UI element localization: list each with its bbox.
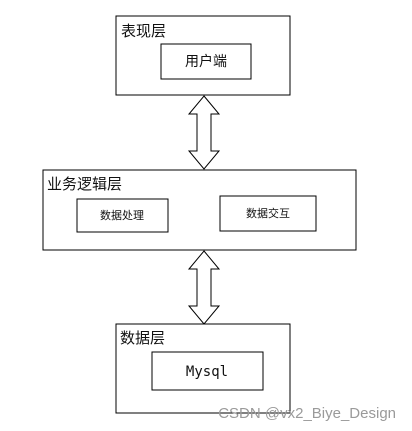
- business-logic-layer: 业务逻辑层 数据处理 数据交互: [42, 169, 357, 251]
- user-client-box: [160, 43, 252, 80]
- data-layer: 数据层 Mysql: [115, 323, 291, 414]
- data-processing-label: 数据处理: [100, 208, 144, 222]
- presentation-layer: 表现层 用户端: [115, 15, 291, 96]
- double-arrow-bottom-shape: [187, 250, 221, 325]
- mysql-label: Mysql: [186, 364, 228, 380]
- data-layer-title: 数据层: [120, 329, 165, 347]
- business-logic-layer-title: 业务逻辑层: [47, 175, 122, 193]
- double-arrow-bottom: [187, 250, 221, 325]
- data-interaction-box: [219, 195, 317, 232]
- user-client-label: 用户端: [185, 53, 227, 70]
- mysql-box: [151, 351, 264, 391]
- double-arrow-top-shape: [187, 95, 221, 170]
- data-processing-box: [76, 198, 169, 233]
- csdn-watermark: CSDN @vx2_Biye_Design: [218, 405, 396, 422]
- presentation-layer-title: 表现层: [121, 22, 166, 40]
- data-interaction-label: 数据交互: [246, 206, 290, 220]
- double-arrow-top: [187, 95, 221, 170]
